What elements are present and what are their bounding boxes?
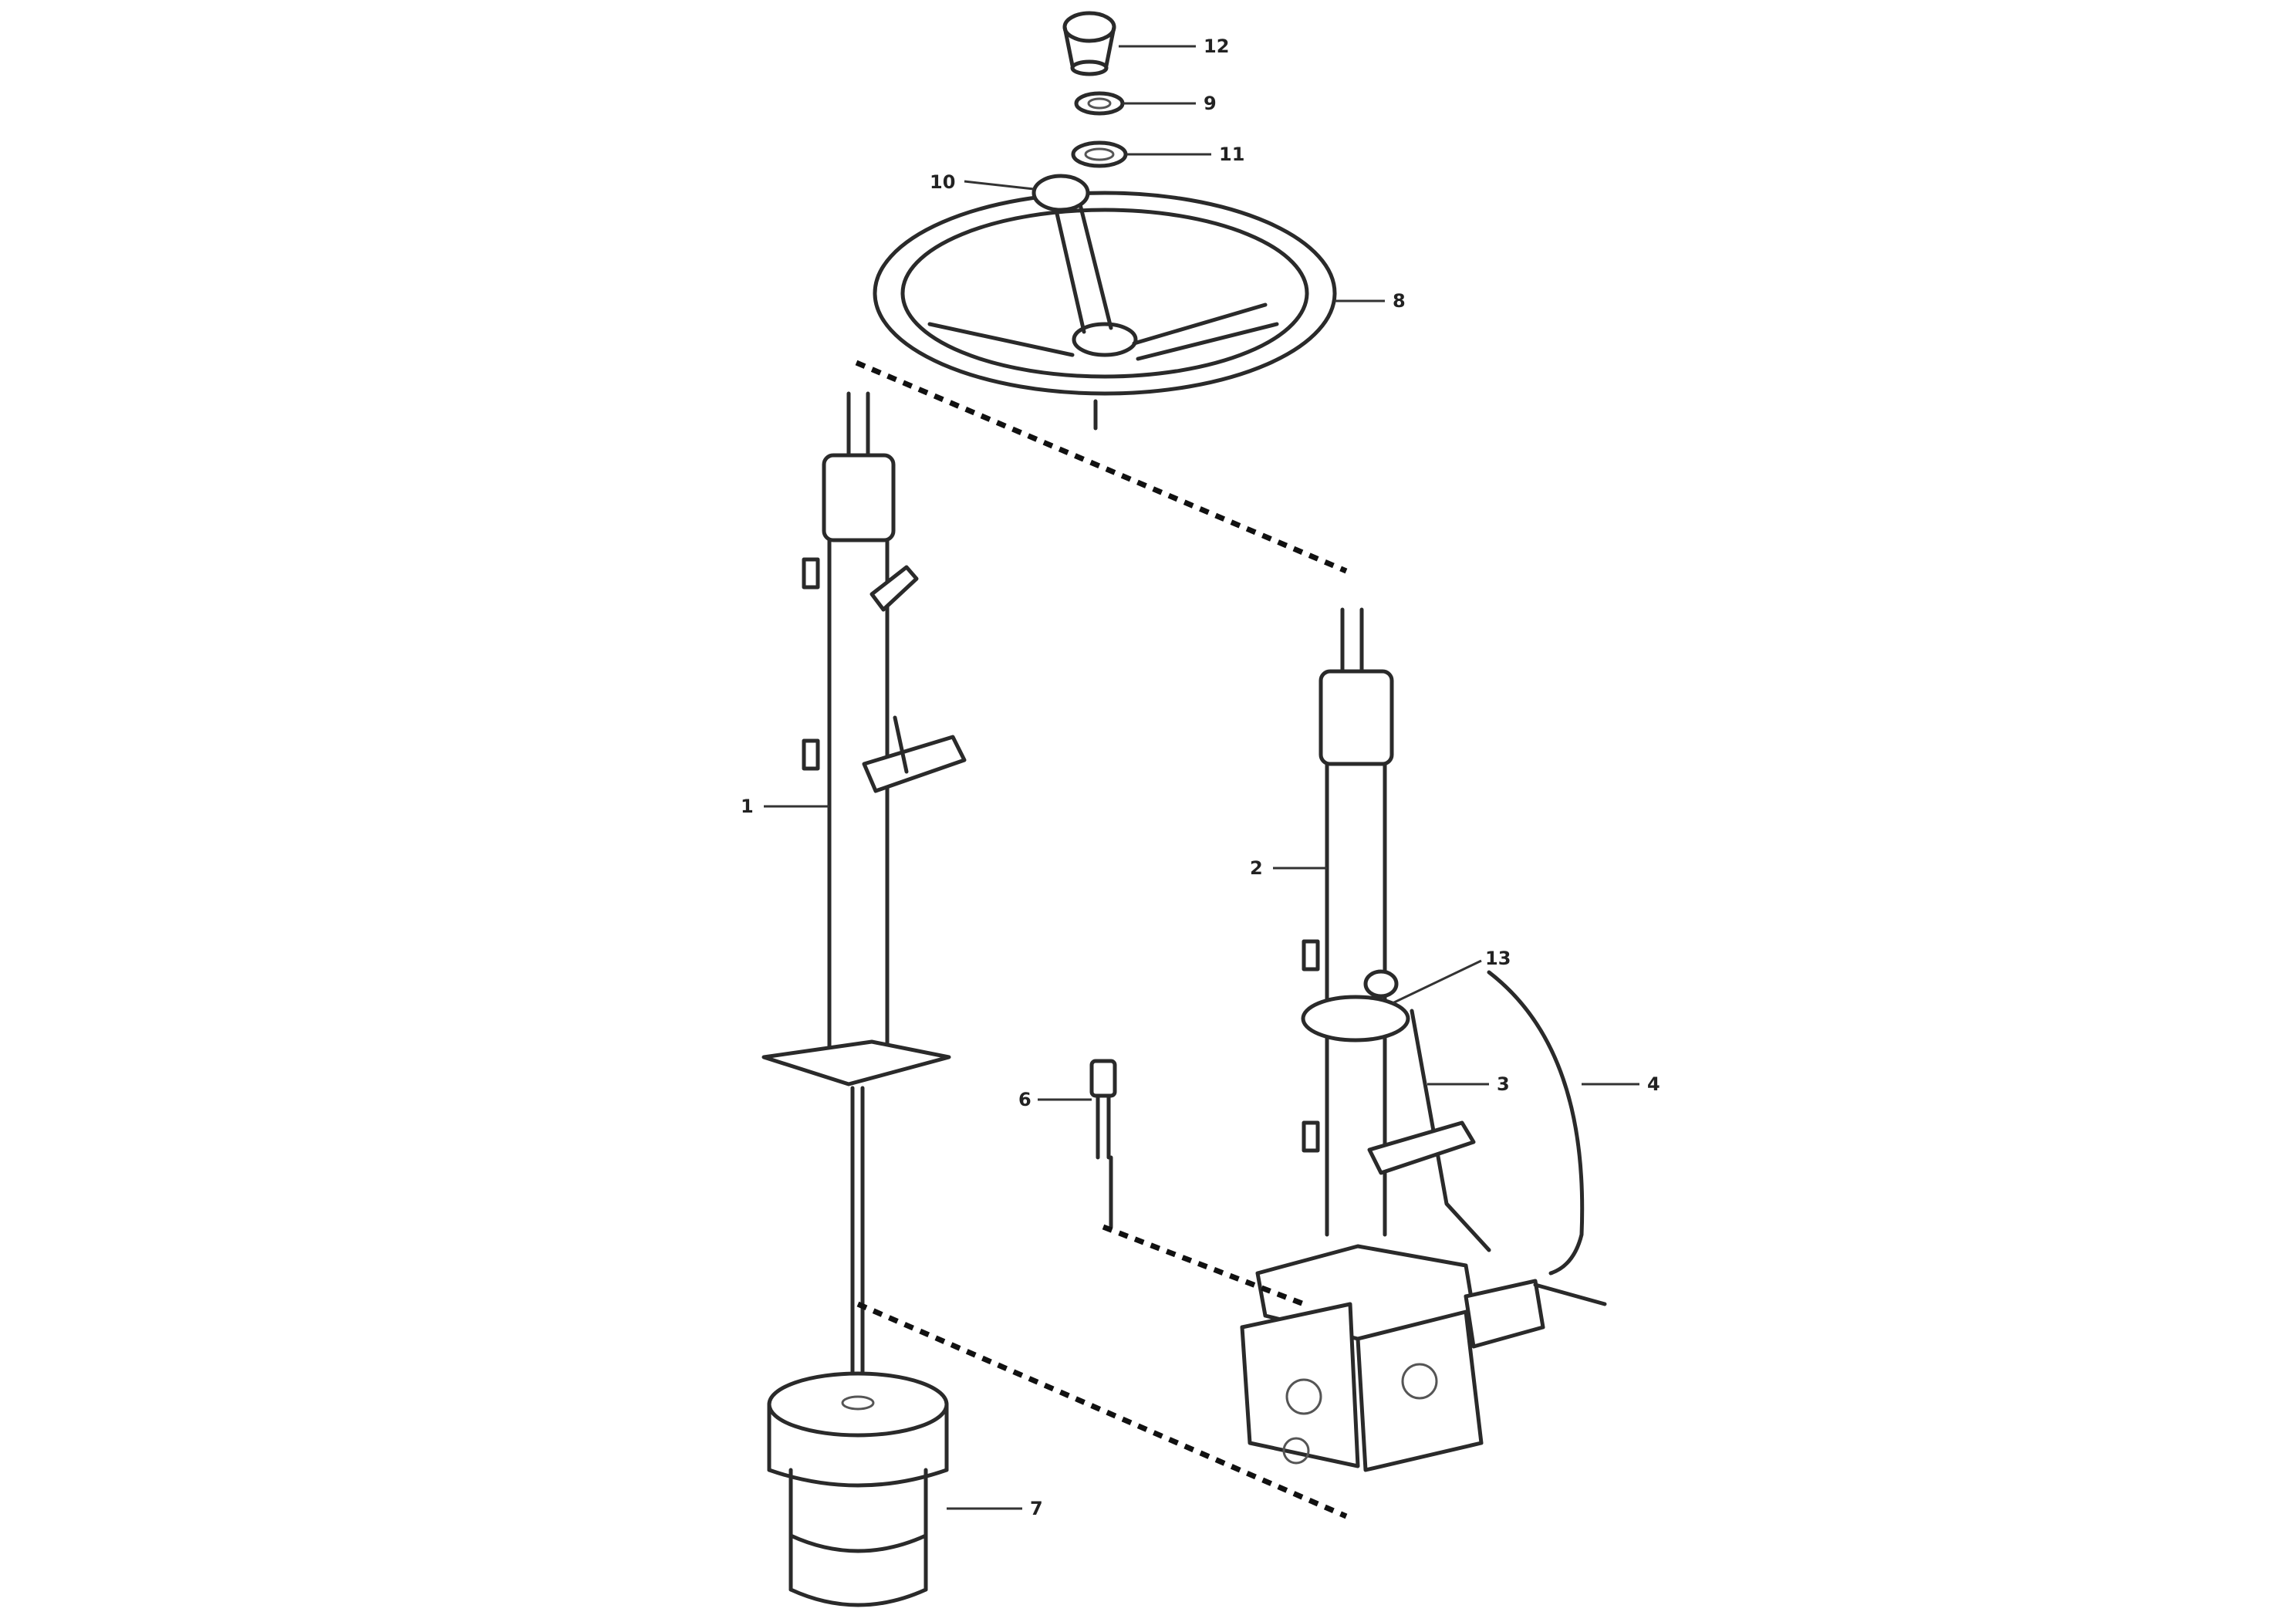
steering-knob [1062,11,1116,76]
callout-cover: 4 [1647,1073,1660,1095]
callout-column-right: 2 [1250,857,1263,879]
steering-column-right [1301,607,1585,1276]
nut [1071,140,1128,168]
leader-lines [764,45,1639,1510]
callout-washer: 9 [1204,93,1217,114]
assembly-lines [855,360,1348,1519]
steering-valve-unit [767,1313,949,1607]
bolt [1089,1059,1117,1229]
callout-hub: 10 [930,171,955,193]
callout-column-left: 1 [741,796,754,817]
steering-bracket-housing [1240,1244,1607,1472]
callout-nut: 11 [1219,144,1244,165]
callout-bracket: 3 [1497,1073,1510,1095]
callout-wheel: 8 [1393,290,1406,312]
callout-bracket-bolt: 13 [1485,948,1511,969]
washer [1074,91,1125,116]
callout-valve: 7 [1030,1498,1043,1519]
callout-bolt: 6 [1018,1089,1032,1110]
callout-labels: 12 9 11 10 8 1 2 13 3 4 6 7 [741,35,1660,1519]
steering-column-left [761,391,967,1318]
steering-wheel [873,174,1337,431]
callout-knob: 12 [1204,35,1229,57]
